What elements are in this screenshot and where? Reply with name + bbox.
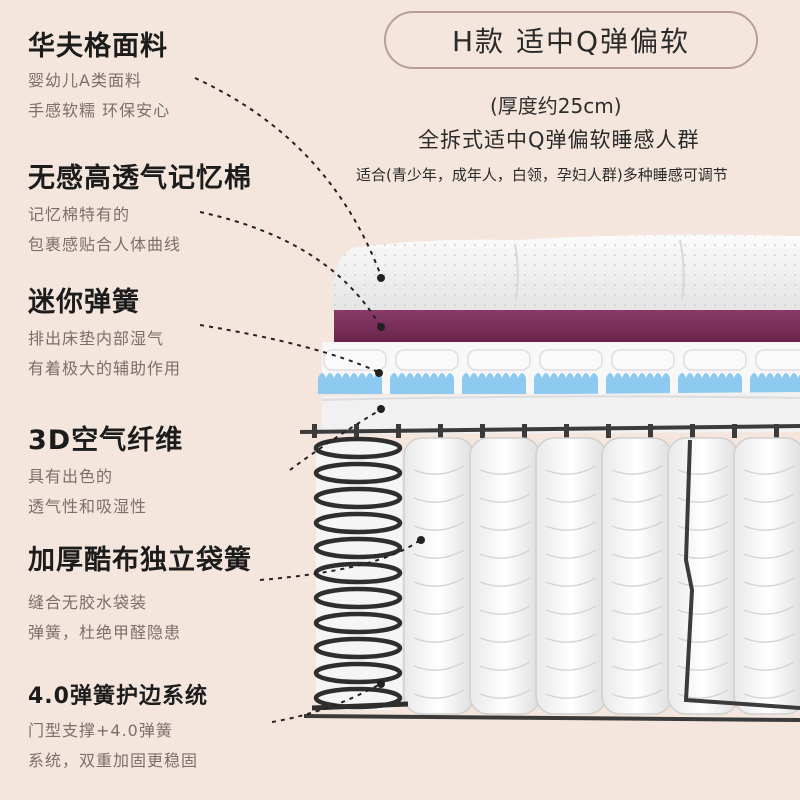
feature-title: 3D空气纤维 (28, 425, 184, 456)
feature-desc: 透气性和吸湿性 (28, 497, 148, 516)
frame-ticks (312, 424, 779, 438)
air-fiber-layer (321, 392, 800, 434)
leader-lines (194, 77, 421, 723)
feature-mini-springs: 迷你弹簧 排出床垫内部湿气 有着极大的辅助作用 (28, 286, 181, 384)
mini-springs-layer (318, 342, 800, 394)
feature-title: 迷你弹簧 (28, 287, 140, 318)
suitable-note: 适合(青少年，成年人，白领，孕妇人群)多种睡感可调节 (356, 166, 728, 184)
feature-desc: 具有出色的 (28, 467, 114, 486)
memory-foam-layer (334, 310, 800, 342)
feature-desc: 有着极大的辅助作用 (28, 359, 182, 378)
feature-desc: 门型支撑+4.0弹簧 (28, 721, 173, 740)
edge-support-frame (683, 439, 800, 710)
feature-desc: 系统，双重加固更稳固 (28, 751, 199, 770)
feature-desc: 弹簧，杜绝甲醛隐患 (28, 623, 182, 642)
thickness-note: (厚度约25cm) (490, 94, 622, 118)
feature-title: 华夫格面料 (28, 31, 168, 62)
model-title: H款 适中Q弹偏软 (452, 25, 690, 58)
feature-desc: 记忆棉特有的 (28, 205, 131, 224)
feature-edge-support: 4.0弹簧护边系统 门型支撑+4.0弹簧 系统，双重加固更稳固 (28, 680, 208, 776)
feature-title: 加厚酷布独立袋簧 (28, 545, 252, 576)
feature-desc: 婴幼儿A类面料 (28, 71, 142, 90)
feature-desc: 排出床垫内部湿气 (28, 329, 165, 348)
feature-desc: 缝合无胶水袋装 (28, 593, 148, 612)
coil-spring (311, 436, 409, 711)
pocket-springs-layer (403, 437, 800, 715)
feature-desc: 包裹感贴合人体曲线 (28, 235, 182, 254)
feature-memory-foam: 无感高透气记忆棉 记忆棉特有的 包裹感贴合人体曲线 (28, 162, 252, 260)
leader-dots (375, 274, 425, 688)
feature-title: 无感高透气记忆棉 (28, 163, 252, 194)
model-badge: H款 适中Q弹偏软 (384, 11, 758, 69)
feature-desc: 手感软糯 环保安心 (28, 101, 171, 120)
feature-waffle-fabric: 华夫格面料 婴幼儿A类面料 手感软糯 环保安心 (28, 30, 170, 126)
feature-title: 4.0弹簧护边系统 (28, 684, 208, 709)
waffle-fabric-layer (331, 234, 800, 312)
feature-air-fiber: 3D空气纤维 具有出色的 透气性和吸湿性 (28, 424, 183, 522)
feature-pocket-springs: 加厚酷布独立袋簧 缝合无胶水袋装 弹簧，杜绝甲醛隐患 (28, 544, 252, 648)
headline: 全拆式适中Q弹偏软睡感人群 (418, 128, 700, 152)
